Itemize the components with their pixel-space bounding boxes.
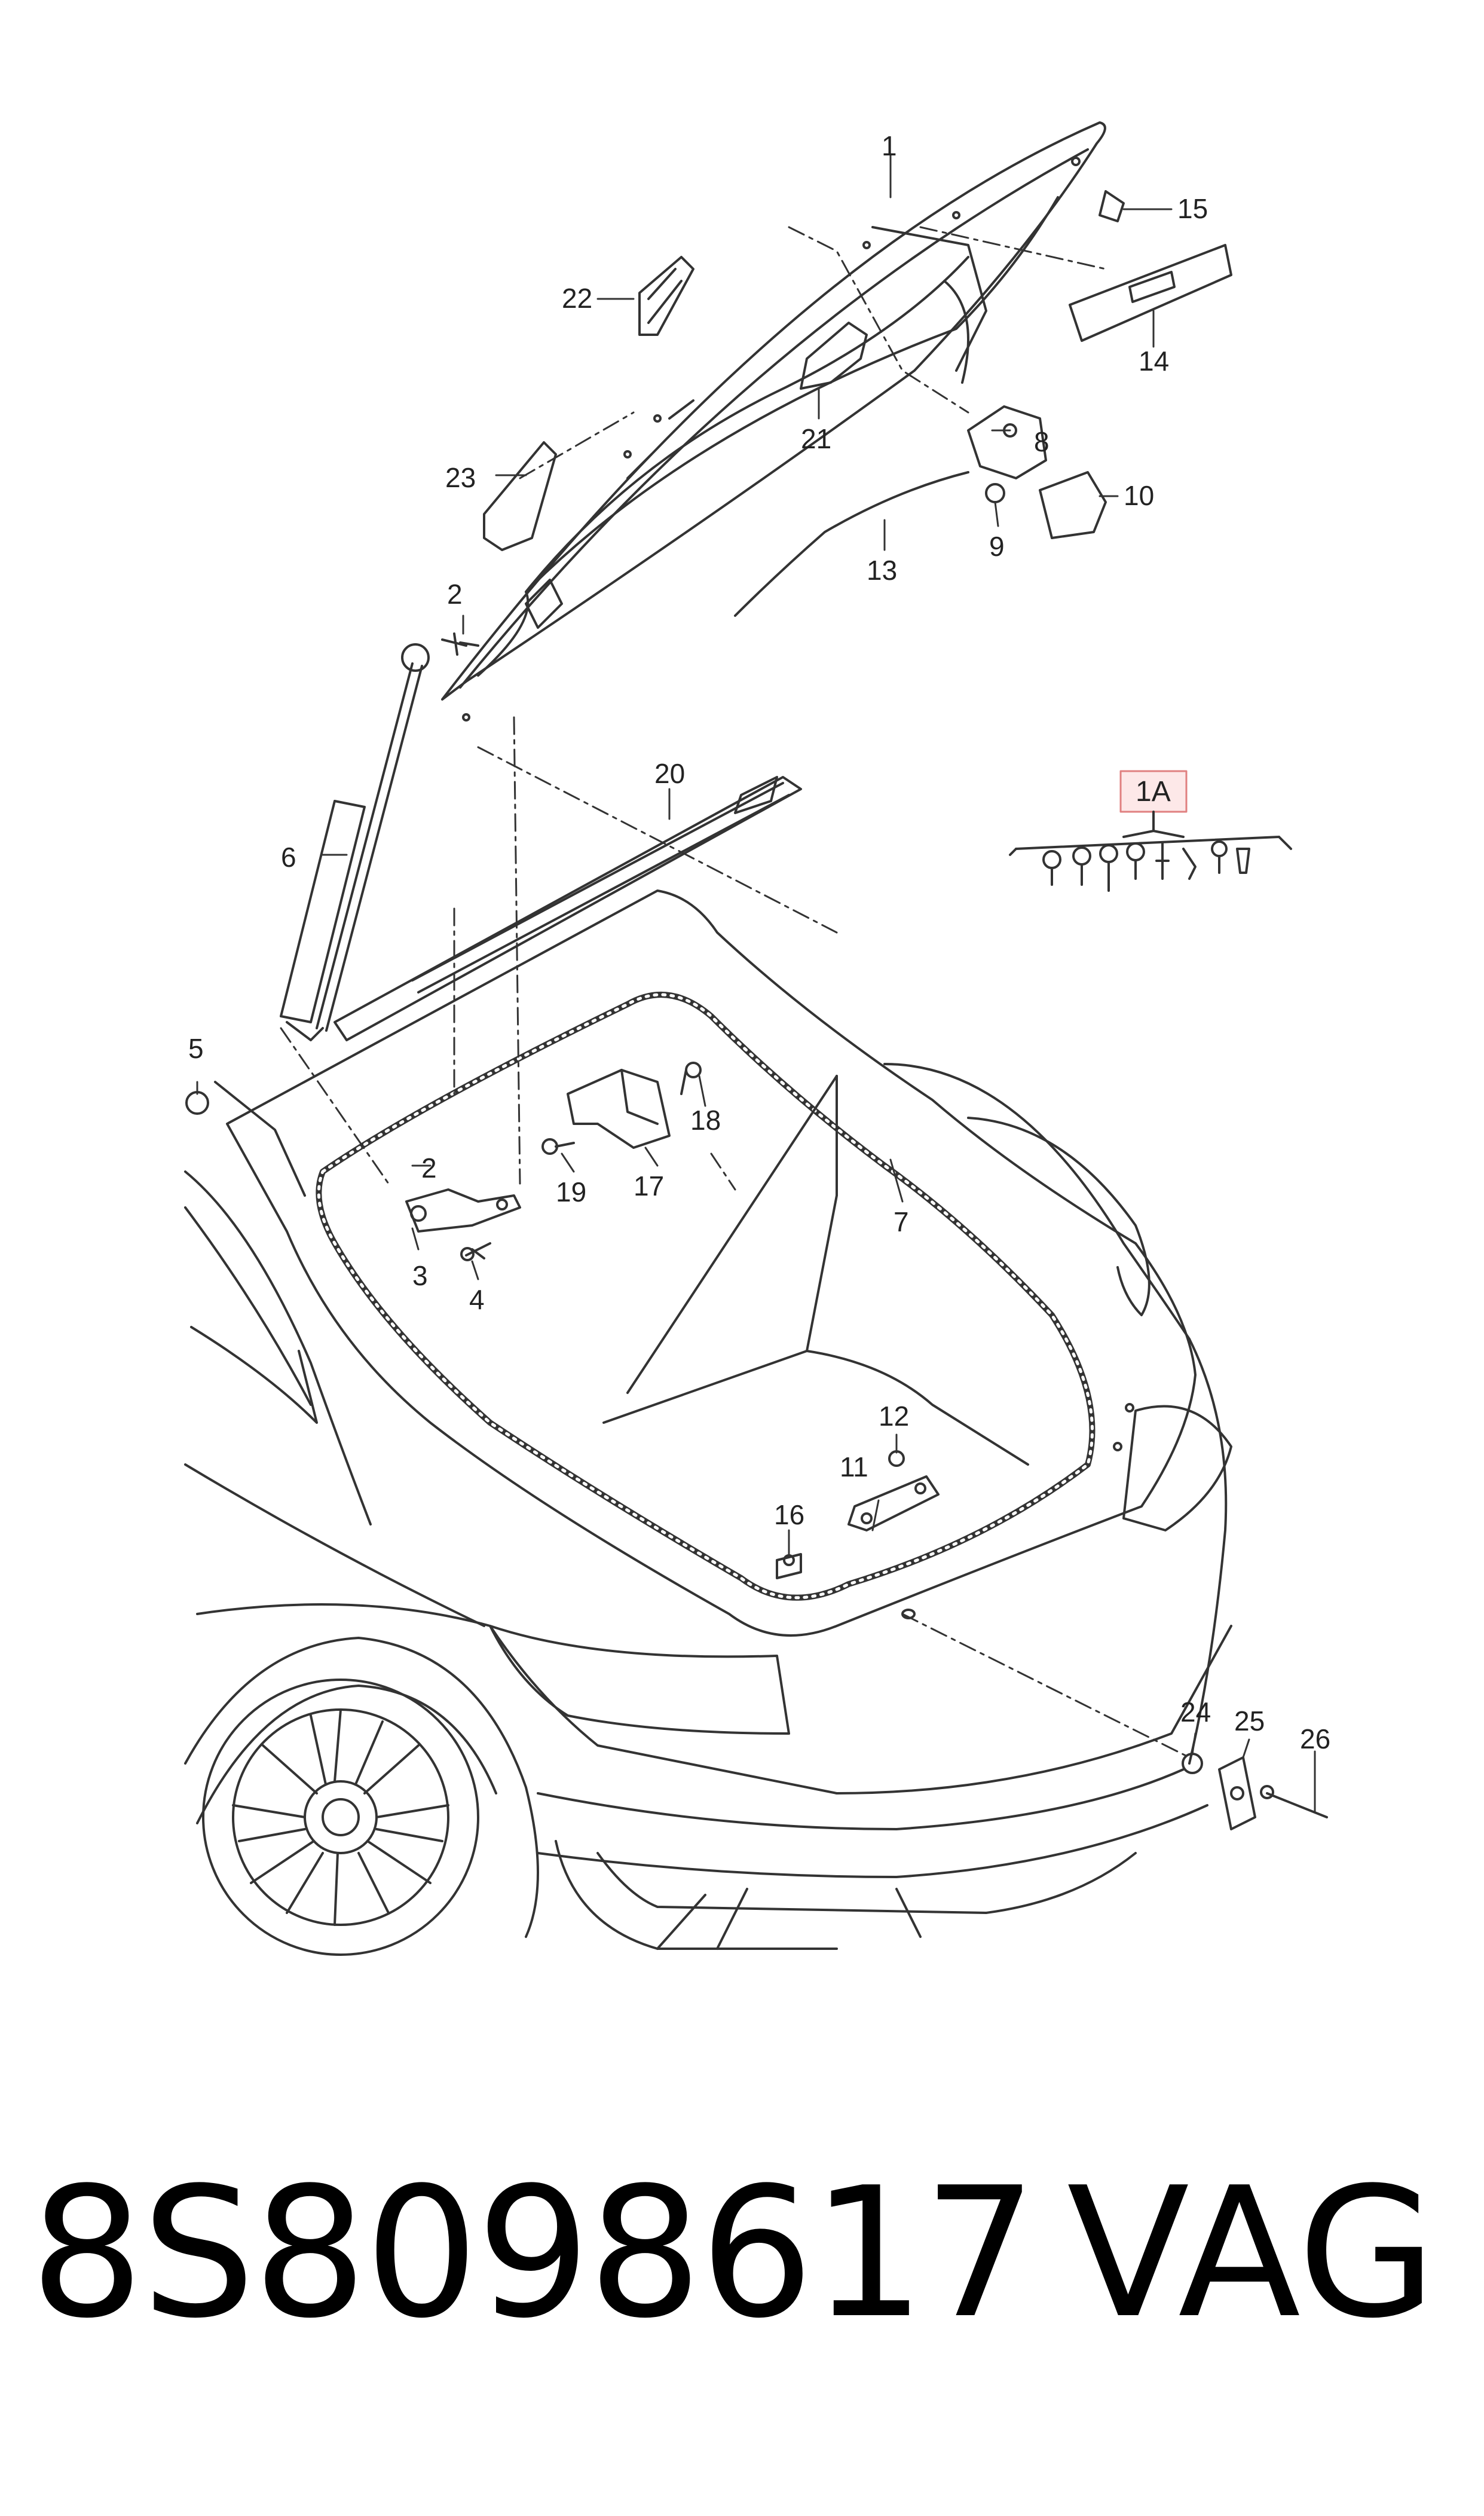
bolt-upper <box>441 632 479 656</box>
seal-strip <box>333 776 802 1041</box>
callout-20: 20 <box>654 758 685 789</box>
leader-lines <box>196 154 1316 1812</box>
trunk-lid <box>441 121 1106 722</box>
hinge-bracket <box>405 1188 521 1233</box>
handle-22 <box>638 256 694 336</box>
callout-10: 10 <box>1124 480 1154 511</box>
callout-1: 1 <box>882 130 897 161</box>
callout-19: 19 <box>556 1176 586 1207</box>
bracket-17 <box>567 1069 671 1149</box>
grommet-24 <box>1182 1753 1203 1774</box>
callout-26: 26 <box>1300 1723 1330 1754</box>
guide-lines <box>280 226 1191 1759</box>
nut-5 <box>185 1091 209 1115</box>
striker-11 <box>847 1475 940 1531</box>
callout-23: 23 <box>445 462 476 493</box>
bolt-18 <box>680 1062 702 1095</box>
group-label-1a: 1A <box>1136 776 1171 808</box>
nut-12 <box>888 1450 905 1467</box>
part-number: 8S8098617 <box>30 2149 1037 2358</box>
footer: 8S8098617 VAG <box>0 2128 1484 2463</box>
callout-12: 12 <box>879 1401 909 1432</box>
trim-23 <box>483 441 557 551</box>
callout-3: 3 <box>412 1260 428 1291</box>
fastener-set <box>1009 770 1292 892</box>
callout-2-lower: 2 <box>421 1152 437 1184</box>
callout-8: 8 <box>1034 426 1049 457</box>
callout-5: 5 <box>188 1033 204 1064</box>
callout-6: 6 <box>281 842 296 873</box>
plate-14 <box>1069 244 1232 342</box>
bolt-4 <box>460 1242 491 1261</box>
callout-24: 24 <box>1180 1696 1211 1728</box>
callout-25: 25 <box>1234 1705 1265 1737</box>
callout-11: 11 <box>840 1451 868 1482</box>
buffer-16 <box>776 1553 802 1579</box>
car-body <box>184 889 1232 1956</box>
callout-9: 9 <box>989 531 1005 562</box>
callout-16: 16 <box>774 1499 804 1530</box>
cover-10 <box>1039 471 1107 539</box>
gas-strut <box>280 643 430 1041</box>
bumper-21 <box>800 322 868 390</box>
nut-9 <box>985 483 1005 503</box>
pin-26 <box>1260 1785 1328 1818</box>
callout-7: 7 <box>894 1206 909 1237</box>
buffer-15 <box>1099 190 1125 222</box>
bracket-25 <box>1218 1756 1256 1830</box>
bolt-19 <box>541 1138 575 1155</box>
callout-21: 21 <box>801 423 831 454</box>
callout-17: 17 <box>634 1170 664 1202</box>
callout-14: 14 <box>1139 346 1169 377</box>
brand-name: VAG <box>1067 2149 1437 2358</box>
callout-13: 13 <box>867 555 897 586</box>
callout-2: 2 <box>447 579 463 610</box>
callout-15: 15 <box>1177 193 1208 224</box>
callout-4: 4 <box>469 1284 485 1315</box>
callout-18: 18 <box>690 1105 721 1136</box>
cable-13 <box>734 471 969 617</box>
parts-diagram: 1 2 3 4 5 6 7 8 9 10 11 12 13 14 15 16 1… <box>184 121 1330 1956</box>
callout-22: 22 <box>562 283 592 314</box>
callout-labels: 1 2 3 4 5 6 7 8 9 10 11 12 13 14 15 16 1… <box>188 130 1330 1754</box>
